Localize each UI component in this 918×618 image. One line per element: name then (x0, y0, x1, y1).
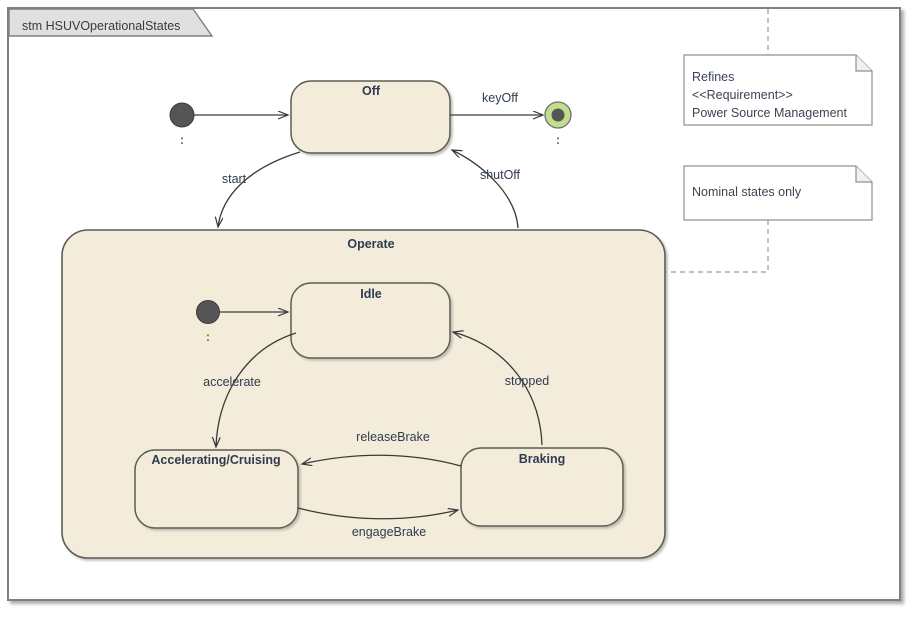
state-label-idle: Idle (360, 287, 382, 301)
state-label-braking: Braking (518, 452, 566, 466)
transition-label-keyoff: keyOff (482, 91, 518, 105)
state-accelerating-shape[interactable] (134, 449, 299, 529)
diagram-frame-title: stm HSUVOperationalStates (22, 19, 181, 33)
note-refines-line-3: Power Source Management (692, 106, 847, 120)
note-refines-line-2: <<Requirement>> (692, 88, 793, 102)
transition-stopped[interactable] (453, 332, 543, 446)
note-nominal-shape[interactable] (683, 165, 873, 221)
transition-label-releasebrake: releaseBrake (356, 430, 430, 444)
state-label-off: Off (361, 84, 381, 98)
note-refines-line-1: Refines (692, 70, 735, 84)
note-connector-nominal (665, 220, 769, 273)
transition-label-accelerate: accelerate (203, 375, 261, 389)
transition-engagebrake[interactable] (297, 507, 458, 520)
state-braking-shape[interactable] (460, 447, 624, 527)
note-refines-shape[interactable] (683, 54, 873, 126)
final-node-top[interactable] (544, 101, 572, 129)
state-label-operate: Operate (347, 237, 395, 251)
initial-node-top[interactable] (169, 102, 195, 128)
transition-start[interactable] (218, 151, 301, 227)
transition-label-shutoff: shutOff (479, 168, 521, 182)
initial-node-top-label: : (179, 133, 185, 147)
final-node-top-label: : (555, 133, 561, 147)
state-label-accelerating-cruising: Accelerating/Cruising (151, 453, 281, 467)
transition-label-engagebrake: engageBrake (351, 525, 427, 539)
transition-accelerate[interactable] (216, 332, 297, 447)
state-idle-shape[interactable] (290, 282, 451, 359)
initial-node-operate-label: : (205, 330, 211, 344)
transition-releasebrake[interactable] (302, 454, 462, 467)
transition-shutoff[interactable] (452, 150, 519, 229)
initial-node-operate[interactable] (196, 300, 220, 324)
transition-label-stopped: stopped (504, 374, 550, 388)
state-off-shape[interactable] (290, 80, 451, 154)
note-nominal-line-1: Nominal states only (692, 185, 802, 199)
transition-label-start: start (221, 172, 247, 186)
frame-title-tab (8, 8, 214, 37)
